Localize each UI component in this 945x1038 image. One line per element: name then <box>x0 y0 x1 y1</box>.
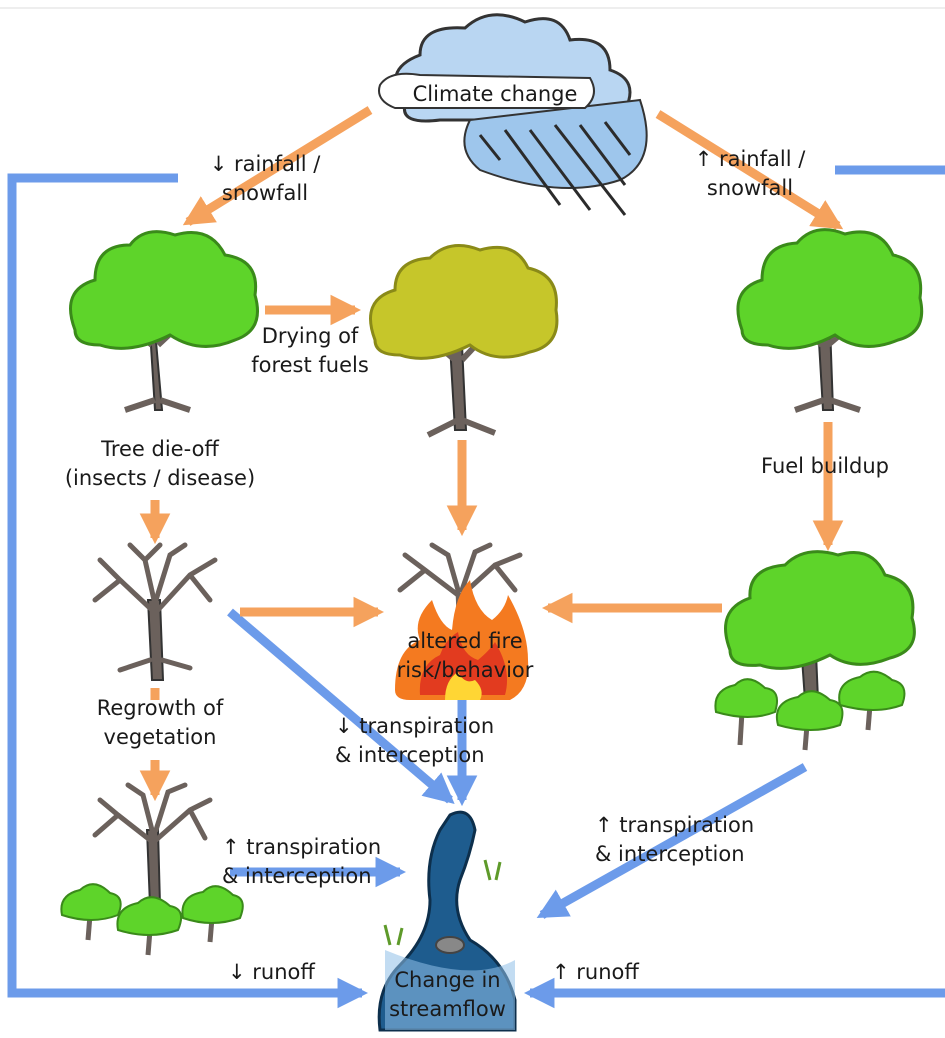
label-transpiration-increase-right: ↑ transpiration & interception <box>595 811 785 869</box>
node-fire-line2: risk/behavior <box>396 658 534 682</box>
tree-dry-icon <box>369 244 559 438</box>
arrow-rain-down <box>182 106 373 226</box>
arrow-runoff-down <box>7 173 369 1009</box>
label-rainfall-increase: ↑ rainfall / snowfall <box>670 145 830 203</box>
node-dieoff-line2: (insects / disease) <box>64 466 256 490</box>
label-rainfall-increase-line1: ↑ rainfall / <box>694 147 806 171</box>
label-runoff-increase: ↑ runoff <box>552 960 639 984</box>
label-rainfall-decrease: ↓ rainfall / snowfall <box>185 150 345 208</box>
node-dieoff-line1: Tree die-off <box>101 437 219 461</box>
tree-dead-icon <box>92 542 218 681</box>
rain-cloud-icon <box>378 13 648 216</box>
orange-arrows <box>139 106 844 802</box>
tree-regrowth-icon <box>60 782 244 956</box>
node-climate-change: Climate change <box>412 82 578 106</box>
node-drying-line2: forest fuels <box>251 353 369 377</box>
node-regrowth-line2: vegetation <box>103 725 217 749</box>
node-stream-line1: Change in <box>394 968 501 992</box>
arrow-trans-up-right <box>536 763 808 919</box>
node-tree-die-off: Tree die-off (insects / disease) <box>45 435 275 493</box>
node-regrowth-line1: Regrowth of <box>96 696 224 720</box>
node-regrowth-of-vegetation: Regrowth of vegetation <box>75 694 245 752</box>
forest-dense-icon <box>714 550 916 751</box>
node-drying-line1: Drying of <box>261 324 359 348</box>
tree-healthy-left-icon <box>69 230 259 413</box>
node-fire-line1: altered fire <box>407 629 523 653</box>
arrow-rain-up <box>655 110 844 230</box>
label-trans-increase-right-line2: & interception <box>595 842 745 866</box>
label-transpiration-decrease: ↓ transpiration & interception <box>335 712 525 770</box>
node-stream-line2: streamflow <box>389 997 506 1021</box>
label-trans-increase-right-line1: ↑ transpiration <box>595 813 755 837</box>
node-altered-fire-risk: altered fire risk/behavior <box>380 627 550 685</box>
label-trans-increase-left-line2: & interception <box>222 864 372 888</box>
stream-icon <box>377 810 517 1032</box>
label-rainfall-increase-line2: snowfall <box>706 176 794 200</box>
node-drying-of-forest-fuels: Drying of forest fuels <box>225 322 395 380</box>
node-change-in-streamflow: Change in streamflow <box>365 966 530 1024</box>
label-rainfall-decrease-line2: snowfall <box>221 181 309 205</box>
tree-healthy-right-icon <box>736 228 924 413</box>
node-fuel-buildup: Fuel buildup <box>761 454 889 478</box>
tree-burning-icon <box>395 542 529 700</box>
arrow-trans-down <box>227 608 455 804</box>
label-rainfall-decrease-line1: ↓ rainfall / <box>209 152 321 176</box>
label-runoff-decrease: ↓ runoff <box>228 960 315 984</box>
label-trans-increase-left-line1: ↑ transpiration <box>222 835 382 859</box>
label-trans-decrease-line1: ↓ transpiration <box>335 714 495 738</box>
label-trans-decrease-line2: & interception <box>335 743 485 767</box>
label-transpiration-increase-left: ↑ transpiration & interception <box>222 833 412 891</box>
blue-arrows <box>7 165 945 1009</box>
